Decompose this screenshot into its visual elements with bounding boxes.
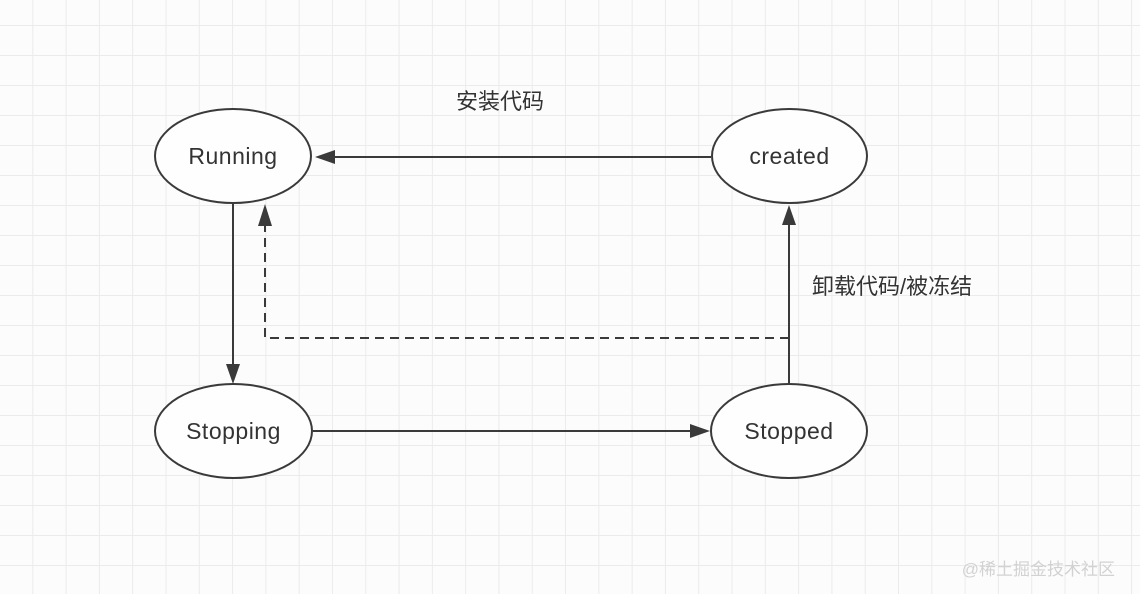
edge-stopped-to-created xyxy=(782,205,796,383)
state-node-running: Running xyxy=(154,108,312,204)
arrowhead-up-icon xyxy=(782,205,796,225)
arrowhead-up-dashed-icon xyxy=(258,204,272,226)
state-node-created: created xyxy=(711,108,868,204)
edge-stopping-to-stopped xyxy=(313,424,710,438)
edge-running-to-stopping xyxy=(226,204,240,384)
state-node-label: Stopping xyxy=(186,417,281,444)
edge-created-to-running xyxy=(315,150,711,164)
arrowhead-right-icon xyxy=(690,424,710,438)
state-node-stopping: Stopping xyxy=(154,383,313,479)
state-node-label: Stopped xyxy=(744,417,834,444)
state-node-stopped: Stopped xyxy=(710,383,868,479)
edge-stopped-to-running-dashed xyxy=(258,204,789,339)
watermark-text: @稀土掘金技术社区 xyxy=(961,560,1115,579)
arrowhead-down-icon xyxy=(226,364,240,384)
state-node-label: Running xyxy=(188,142,278,169)
edge-label-install-code: 安装代码 xyxy=(456,89,545,114)
state-node-label: created xyxy=(749,142,830,169)
edge-label-uninstall-code: 卸载代码/被冻结 xyxy=(812,274,973,299)
arrowhead-left-icon xyxy=(315,150,335,164)
